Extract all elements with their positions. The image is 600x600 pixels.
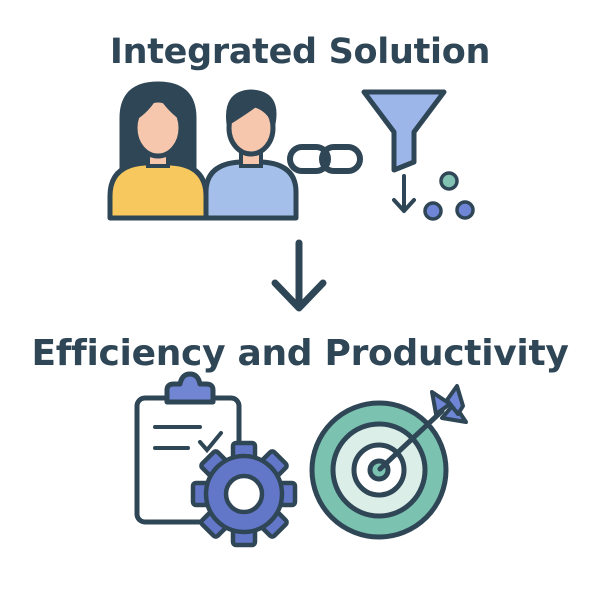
dart-icon bbox=[377, 384, 468, 472]
dot-blue-right bbox=[455, 200, 475, 220]
arrow-down-icon bbox=[271, 239, 327, 312]
title-efficiency-productivity: Efficiency and Productivity bbox=[31, 333, 569, 374]
output-dots bbox=[423, 171, 475, 221]
funnel-icon bbox=[361, 89, 447, 173]
dot-teal bbox=[439, 171, 459, 191]
woman-icon bbox=[107, 81, 209, 221]
gear-icon bbox=[190, 440, 298, 548]
man-icon bbox=[203, 89, 299, 221]
chain-link-icon bbox=[287, 144, 363, 174]
dot-blue-left bbox=[423, 201, 443, 221]
small-arrow-down-icon bbox=[392, 174, 416, 213]
title-integrated-solution: Integrated Solution bbox=[109, 32, 491, 72]
